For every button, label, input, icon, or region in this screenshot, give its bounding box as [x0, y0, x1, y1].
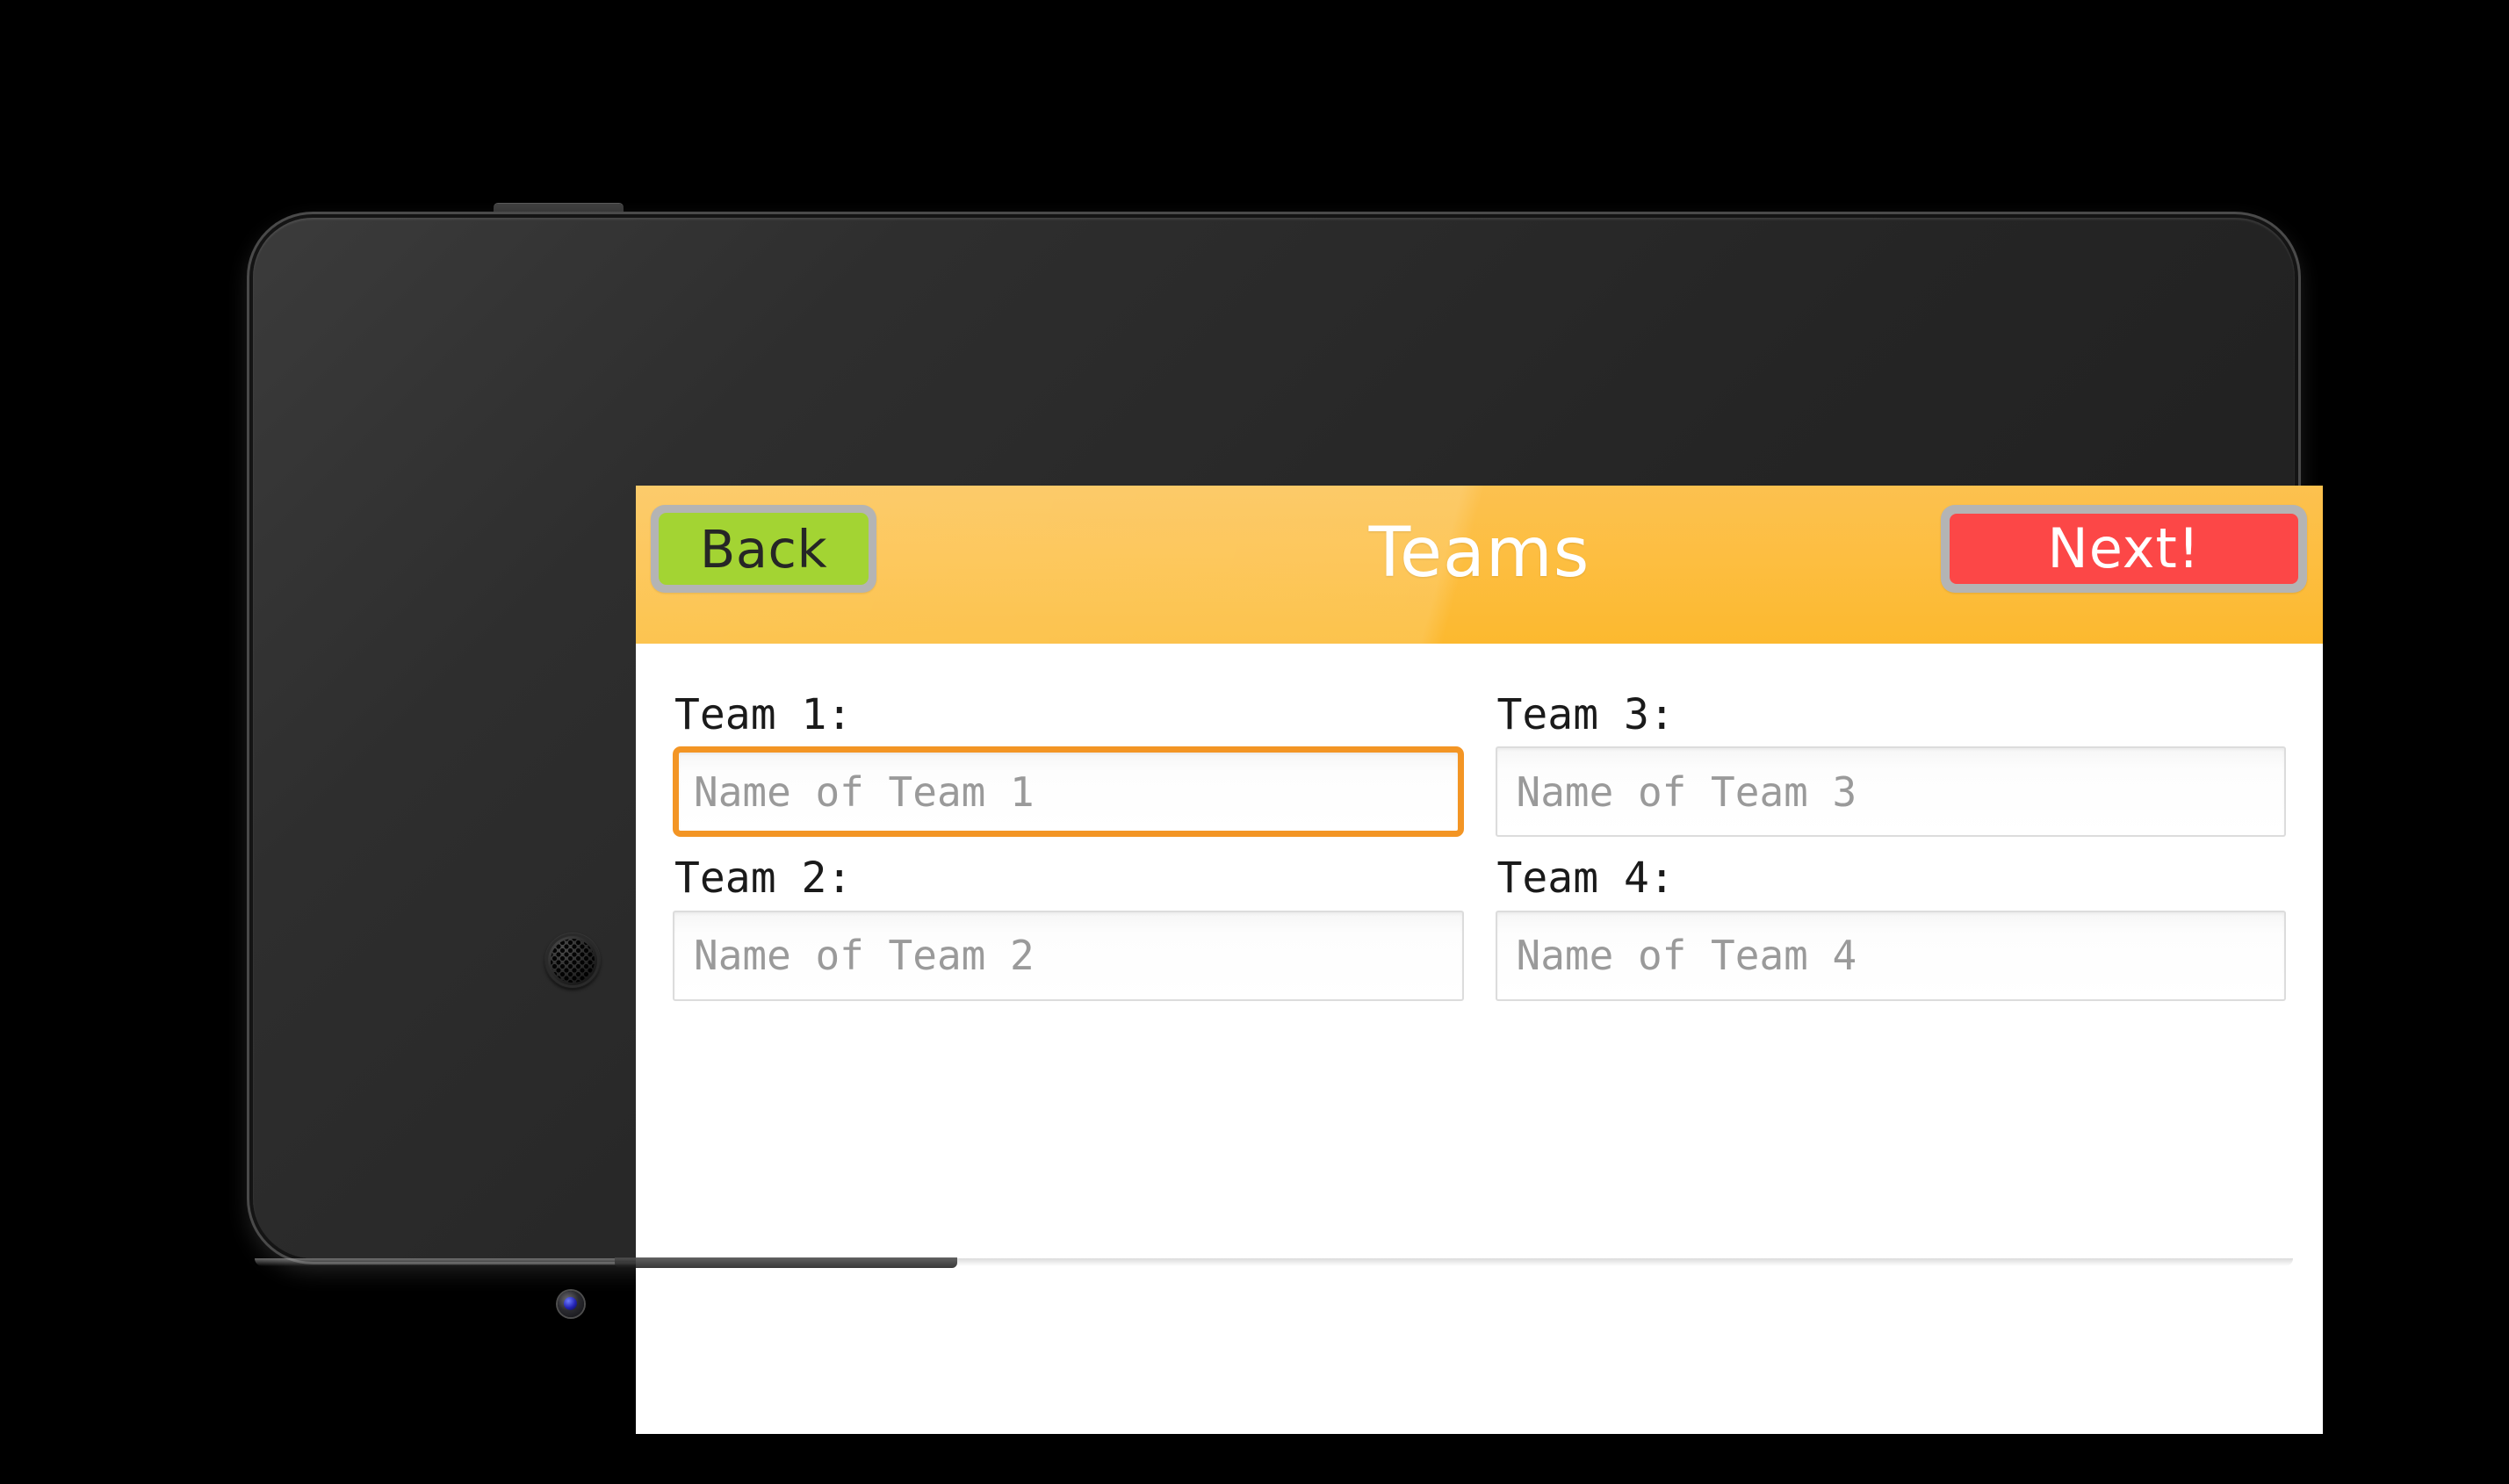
phone-top-nub: [494, 204, 624, 221]
team-3-input[interactable]: [1495, 746, 2286, 838]
team-4-label: Team 4:: [1496, 854, 1675, 904]
phone-device-frame: Back Teams Next! Team 1: Team 3:: [253, 218, 2323, 1434]
phone-bottom-ledge: [615, 1257, 957, 1268]
team-field-1: Team 1:: [673, 690, 1464, 838]
team-field-4: Team 4:: [1495, 854, 2286, 1001]
app-top-bar: Back Teams Next!: [636, 486, 2323, 644]
team-field-2: Team 2:: [673, 854, 1464, 1001]
team-2-label: Team 2:: [674, 854, 853, 904]
team-field-3: Team 3:: [1495, 690, 2286, 838]
next-button[interactable]: Next!: [1941, 505, 2307, 593]
team-fields-grid: Team 1: Team 3: Team 2: Team 4:: [673, 693, 2286, 1001]
next-button-face: Next!: [1950, 514, 2298, 584]
phone-screen: Back Teams Next! Team 1: Team 3:: [636, 486, 2323, 1434]
next-button-label: Next!: [2047, 516, 2201, 580]
team-1-label: Team 1:: [674, 690, 853, 739]
teams-form: Team 1: Team 3: Team 2: Team 4:: [636, 644, 2323, 1434]
earpiece-speaker-icon: [545, 933, 600, 988]
team-1-input[interactable]: [673, 746, 1464, 838]
team-2-input[interactable]: [673, 910, 1464, 1001]
front-camera-icon: [558, 1291, 584, 1317]
back-button-face: Back: [659, 513, 869, 585]
team-3-label: Team 3:: [1496, 690, 1675, 739]
back-button-label: Back: [699, 518, 828, 580]
team-4-input[interactable]: [1495, 910, 2286, 1001]
back-button[interactable]: Back: [651, 505, 876, 593]
